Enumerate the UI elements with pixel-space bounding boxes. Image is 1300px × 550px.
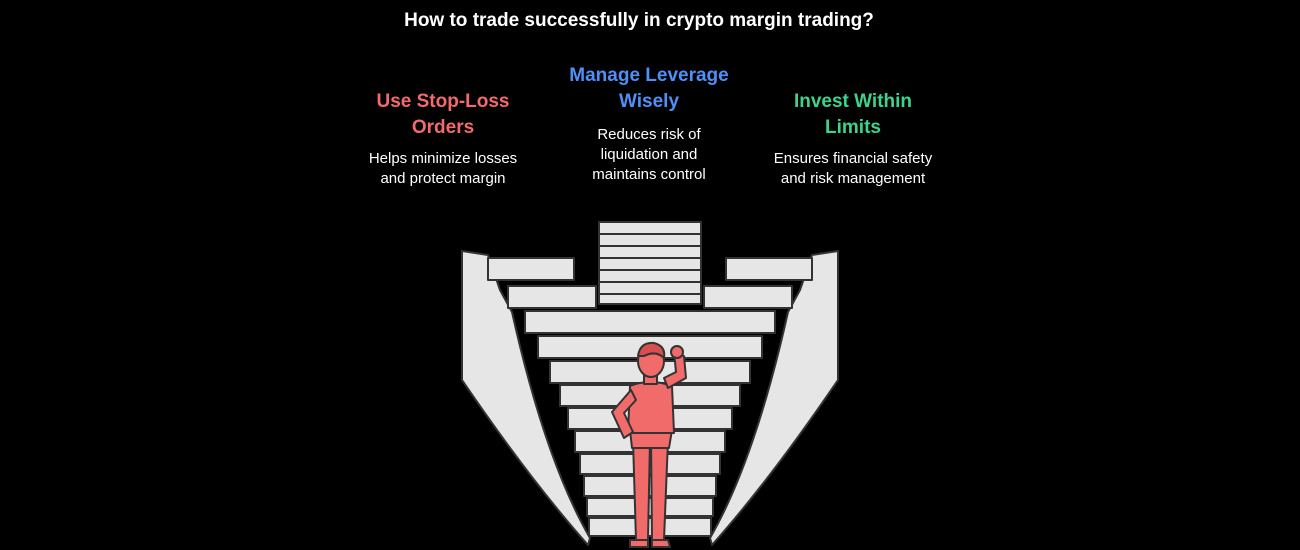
stair-9 xyxy=(586,497,714,517)
diagram-title: How to trade successfully in crypto marg… xyxy=(404,10,874,31)
option-description: Reduces risk of liquidation and maintain… xyxy=(592,126,706,183)
option-heading: Use Stop-Loss Orders xyxy=(376,91,510,138)
left-step-1 xyxy=(487,257,575,281)
option-heading: Manage Leverage Wisely xyxy=(569,65,729,112)
right-step-2 xyxy=(703,285,793,309)
confused-person-icon xyxy=(611,341,687,548)
right-step-1 xyxy=(725,257,813,281)
left-step-2 xyxy=(507,285,597,309)
option-stop-loss: Use Stop-Loss Orders Helps minimize loss… xyxy=(342,89,544,189)
right-wall xyxy=(709,250,839,546)
center-tower xyxy=(598,221,702,305)
stair-10 xyxy=(588,517,712,537)
option-heading: Invest Within Limits xyxy=(793,91,913,138)
option-description: Helps minimize losses and protect margin xyxy=(368,150,518,187)
option-manage-leverage: Manage Leverage Wisely Reduces risk of l… xyxy=(548,63,750,185)
stair-1 xyxy=(524,310,776,334)
option-invest-within-limits: Invest Within Limits Ensures financial s… xyxy=(752,89,954,189)
option-description: Ensures financial safety and risk manage… xyxy=(773,150,933,187)
left-wall xyxy=(461,250,591,546)
